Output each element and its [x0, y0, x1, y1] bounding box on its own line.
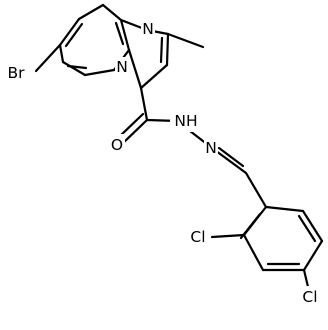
bond: [77, 3, 105, 21]
bond: [244, 171, 268, 209]
imine-nitrogen-label: N: [205, 139, 217, 157]
bond: [139, 86, 149, 122]
bond: [121, 118, 149, 145]
bond: [101, 3, 123, 22]
bond: [66, 64, 88, 70]
bond: [159, 36, 164, 64]
bond-lines: [34, 3, 324, 293]
label-backdrop: [298, 286, 322, 308]
label-backdrop: [186, 226, 210, 248]
bond: [64, 22, 84, 48]
amide-nh-label: NH: [174, 112, 197, 130]
bromine-label: Br: [7, 64, 25, 82]
label-backdrop: [141, 18, 155, 40]
bond: [34, 43, 62, 73]
bond: [297, 214, 317, 243]
label-backdrop: [115, 57, 129, 79]
bond: [210, 233, 246, 239]
label-backdrop: [0, 62, 34, 84]
bond: [166, 32, 205, 49]
bond: [58, 17, 81, 47]
bond: [301, 209, 324, 243]
label-backdrop: [204, 138, 218, 160]
ortho-chlorine-label: Cl: [190, 228, 205, 246]
bond: [242, 233, 265, 272]
bond: [217, 146, 245, 168]
bridgehead-nitrogen-label: N: [116, 58, 128, 76]
bond: [264, 205, 305, 213]
bond: [58, 43, 65, 64]
bond: [139, 63, 169, 90]
bond: [83, 68, 116, 77]
bond: [302, 239, 324, 272]
bond: [114, 21, 125, 46]
para-chlorine-label: Cl: [302, 288, 317, 306]
bond: [61, 60, 87, 77]
bond: [119, 18, 131, 52]
carbonyl-oxygen-label: O: [111, 136, 123, 154]
label-backdrop: [170, 110, 202, 132]
atom-labels: Br N N O NH N Cl Cl: [0, 18, 322, 308]
bond: [165, 32, 170, 67]
imidazole-nitrogen-label: N: [142, 20, 154, 38]
bond: [118, 112, 145, 138]
bond: [127, 48, 143, 90]
label-backdrop: [109, 134, 125, 156]
